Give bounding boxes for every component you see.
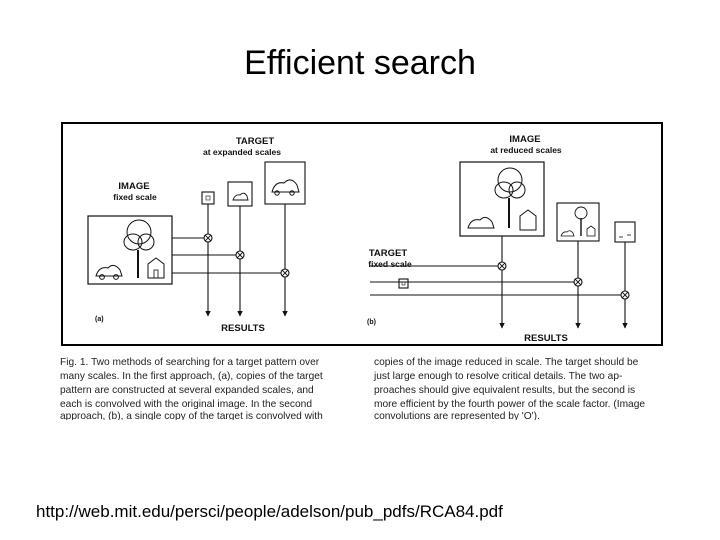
panel-a-convolution-2 [235, 250, 245, 260]
panel-b-target-sub: fixed scale [368, 259, 412, 269]
panel-b-image-large [459, 161, 545, 237]
panel-a-target-small [201, 191, 215, 205]
panel-b-convolution-2 [573, 277, 583, 287]
panel-a: TARGET at expanded scales IMAGE fixed sc… [87, 136, 306, 334]
caption-right-line-4: more efficient by the fourth power of th… [374, 399, 645, 410]
caption-left-line-2: many scales. In the first approach, (a),… [60, 371, 323, 382]
panel-b-convolution-1 [497, 261, 507, 271]
panel-b-target [398, 278, 409, 289]
panel-b: IMAGE at reduced scales TARGET fixed sca… [367, 134, 636, 344]
panel-a-image-sub: fixed scale [113, 192, 157, 202]
panel-a-target-large [264, 161, 306, 205]
caption-left-line-5: approach, (b), a single copy of the targ… [60, 411, 323, 420]
caption-right-line-2: just large enough to resolve critical de… [373, 371, 622, 382]
panel-b-image-medium [556, 202, 600, 242]
caption-left-line-3: pattern are constructed at several expan… [60, 385, 314, 396]
caption-left-line-1: Fig. 1. Two methods of searching for a t… [60, 357, 320, 368]
panel-a-target-medium [227, 181, 253, 207]
panel-a-target-label: TARGET [236, 136, 275, 147]
caption-right-line-5: convolutions are represented by 'O'). [374, 411, 540, 420]
panel-b-image-small [614, 221, 636, 243]
panel-b-target-label: TARGET [369, 248, 408, 259]
panel-b-tag: (b) [367, 319, 376, 326]
caption-right-line-3: proaches should give equivalent results,… [374, 385, 635, 396]
panel-b-results-label: RESULTS [524, 333, 568, 344]
panel-a-convolution-1 [203, 233, 213, 243]
panel-a-image-label: IMAGE [118, 181, 149, 192]
slide-title: Efficient search [244, 44, 476, 82]
panel-a-results-label: RESULTS [221, 323, 265, 334]
panel-a-convolution-3 [280, 268, 290, 278]
caption-left-line-4: each is convolved with the original imag… [60, 399, 312, 410]
caption-right-line-1: copies of the image reduced in scale. Th… [374, 357, 639, 368]
scanned-figure: TARGET at expanded scales IMAGE fixed sc… [60, 122, 663, 420]
panel-b-image-sub: at reduced scales [490, 145, 562, 155]
panel-b-convolution-3 [620, 290, 630, 300]
panel-b-image-label: IMAGE [509, 134, 540, 145]
panel-a-tag: (a) [95, 316, 104, 323]
figure-caption: Fig. 1. Two methods of searching for a t… [60, 357, 645, 420]
panel-a-image [87, 215, 173, 285]
source-url: http://web.mit.edu/persci/people/adelson… [36, 502, 503, 521]
panel-a-target-sub: at expanded scales [203, 147, 281, 157]
